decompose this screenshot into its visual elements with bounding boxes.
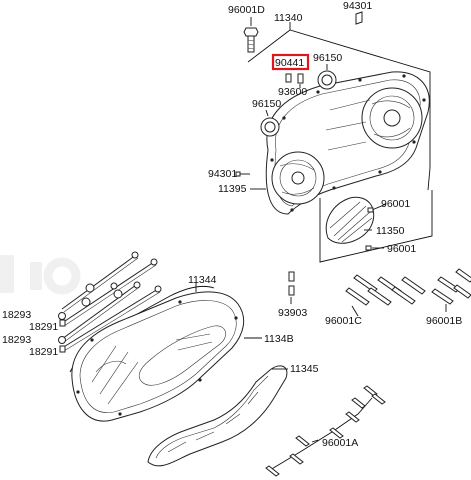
label-90441: 90441 [275, 57, 304, 69]
label-11344: 11344 [188, 274, 217, 286]
label-94301-left: 94301 [208, 168, 237, 180]
seal-96150-upper [317, 70, 337, 90]
pin-90441 [285, 73, 292, 83]
label-11340: 11340 [274, 12, 303, 24]
label-94301-top: 94301 [343, 0, 372, 12]
label-96001B: 96001B [426, 315, 462, 327]
label-96001-a: 96001 [381, 198, 410, 210]
label-1134B: 1134B [264, 333, 294, 345]
clip-94301-top [355, 11, 363, 25]
screw-set-96001A [265, 385, 386, 477]
screw-96001-b [365, 245, 384, 251]
label-96001-b: 96001 [387, 243, 416, 255]
label-93903: 93903 [278, 307, 307, 319]
cvt-cover-11340 [265, 71, 430, 215]
bolt-94301-left [235, 171, 250, 177]
label-11395: 11395 [218, 183, 247, 195]
pin-93600 [297, 73, 304, 84]
label-11350: 11350 [376, 225, 405, 237]
label-18293-b: 18293 [2, 334, 31, 346]
label-96001A: 96001A [322, 437, 358, 449]
label-11345: 11345 [290, 363, 319, 375]
lower-cover-11345 [147, 365, 288, 467]
crankcase-cover-1134B [71, 291, 245, 422]
label-18291-a: 18291 [29, 321, 58, 333]
stud-set [58, 251, 162, 353]
highlight-box-90441 [271, 53, 310, 71]
watermark [0, 255, 81, 295]
label-96150-upper: 96150 [313, 52, 342, 64]
screw-set-96001B [431, 268, 471, 312]
screw-96001-a [367, 203, 387, 213]
pin-93903 [288, 271, 295, 304]
label-18293-a: 18293 [2, 309, 31, 321]
screw-set-96001C [345, 274, 426, 317]
label-93600: 93600 [278, 86, 307, 98]
label-96150-lower: 96150 [252, 98, 281, 110]
bolt-96001D [243, 27, 259, 53]
label-96001D: 96001D [228, 4, 265, 16]
label-96001C: 96001C [325, 315, 362, 327]
label-18291-b: 18291 [29, 346, 58, 358]
air-cover-11350 [325, 196, 375, 244]
seal-96150-lower [260, 117, 280, 137]
